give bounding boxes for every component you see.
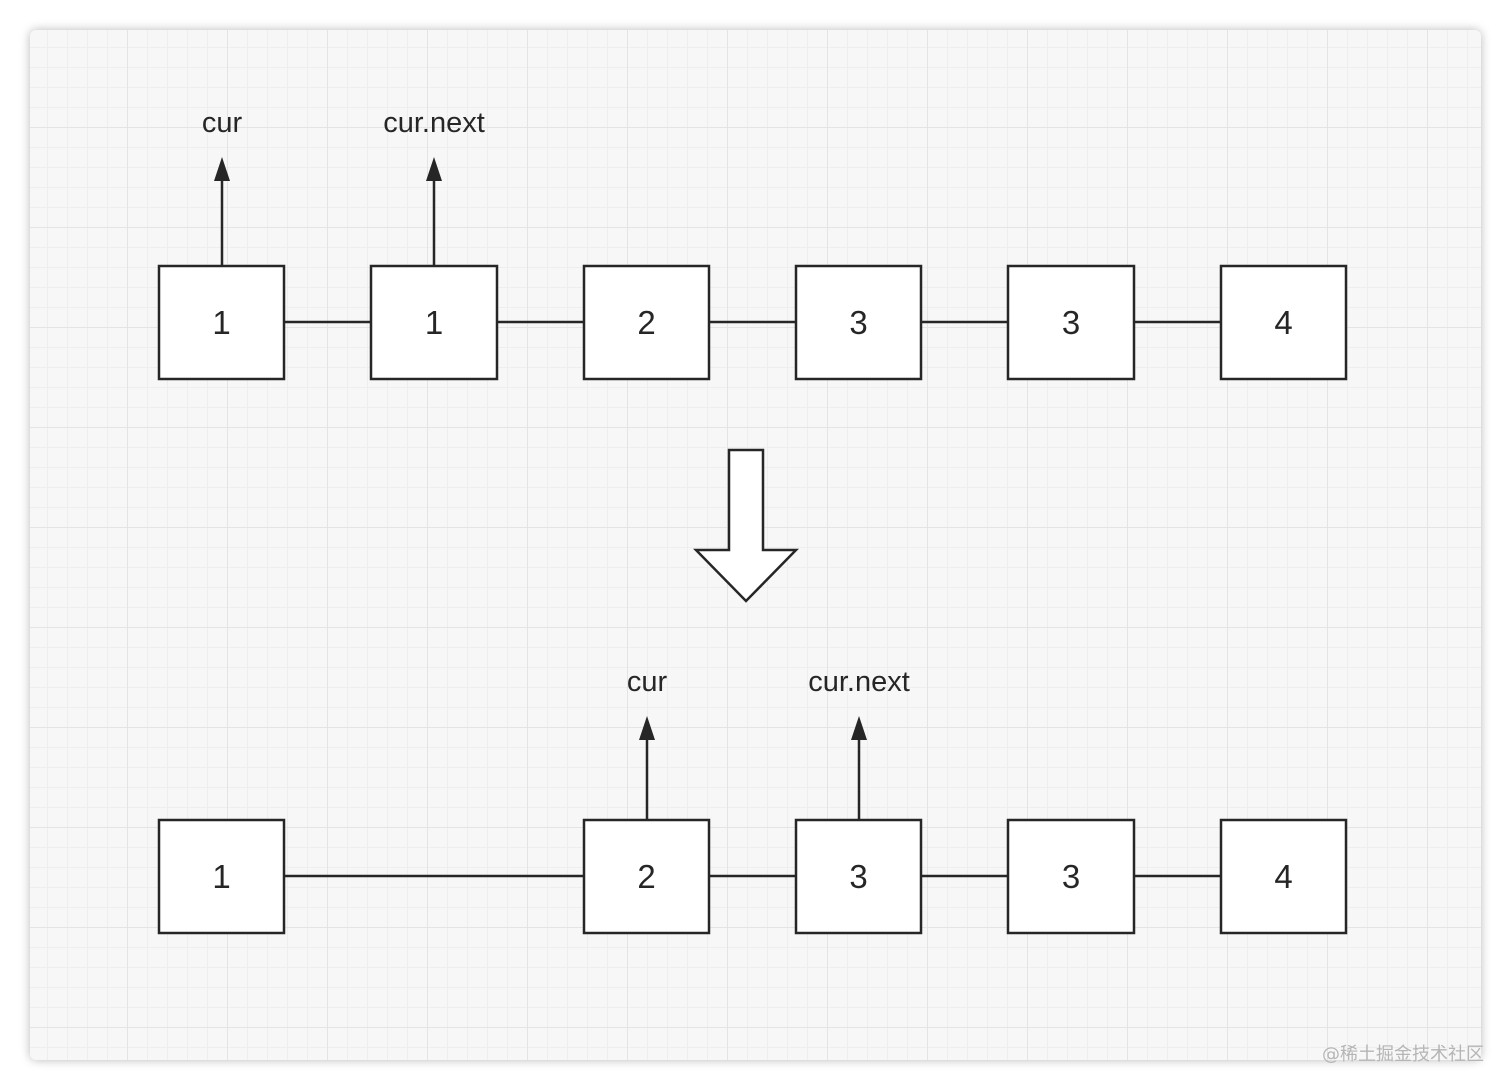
node-value: 3 <box>849 304 867 341</box>
arrow-up-icon <box>639 716 655 740</box>
pointer-cur: cur <box>627 666 668 819</box>
node-value: 2 <box>637 858 655 895</box>
list-node: 3 <box>1006 264 1136 381</box>
list-node: 1 <box>157 264 286 381</box>
pointer-label: cur.next <box>383 107 485 139</box>
arrow-up-icon <box>851 716 867 740</box>
pointer-cur-next: cur.next <box>383 107 485 265</box>
list-node: 4 <box>1219 264 1348 381</box>
arrow-up-icon <box>214 157 230 181</box>
list-node: 3 <box>794 818 923 935</box>
pointer-cur-next: cur.next <box>808 666 910 819</box>
pointer-cur: cur <box>202 107 243 265</box>
list-node: 3 <box>794 264 923 381</box>
transform-down-arrow-icon <box>693 448 799 603</box>
pointer-label: cur.next <box>808 666 910 698</box>
list-node: 1 <box>157 818 286 935</box>
node-value: 2 <box>637 304 655 341</box>
pointer-label: cur <box>627 666 668 698</box>
watermark: @稀土掘金技术社区 <box>1322 1044 1484 1065</box>
list-node: 3 <box>1006 818 1136 935</box>
node-value: 1 <box>212 304 230 341</box>
node-value: 3 <box>849 858 867 895</box>
arrow-up-icon <box>426 157 442 181</box>
node-value: 1 <box>212 858 230 895</box>
list-node: 1 <box>369 264 499 381</box>
pointer-label: cur <box>202 107 243 139</box>
list-node: 4 <box>1219 818 1348 935</box>
node-value: 3 <box>1062 858 1080 895</box>
node-value: 4 <box>1274 304 1292 341</box>
list-node: 2 <box>582 264 711 381</box>
after-list: 1 2 3 3 4 cur cur.next <box>157 666 1348 935</box>
node-value: 4 <box>1274 858 1292 895</box>
node-value: 1 <box>425 304 443 341</box>
before-list: 1 1 2 3 3 4 cur <box>157 107 1348 381</box>
node-value: 3 <box>1062 304 1080 341</box>
list-node: 2 <box>582 818 711 935</box>
